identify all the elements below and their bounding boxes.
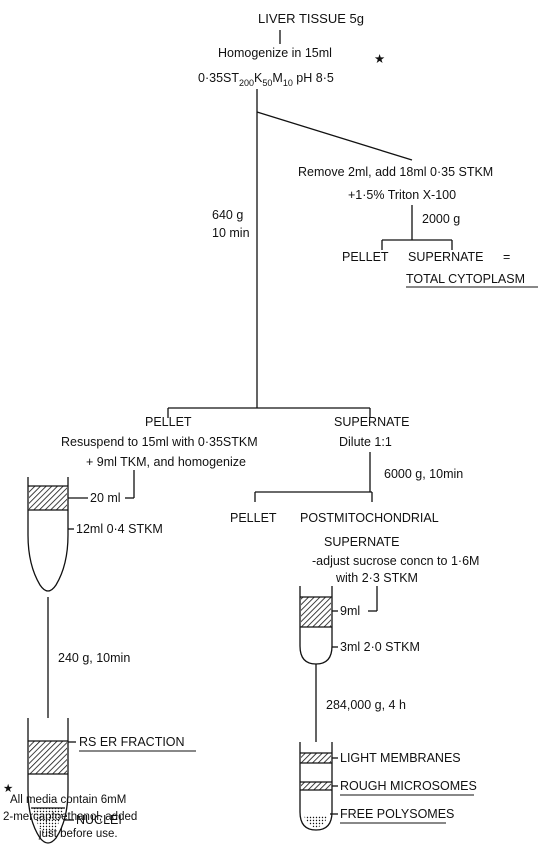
nuclei-label: NUCLEI (76, 813, 122, 827)
total-supernate-label: SUPERNATE (408, 250, 483, 264)
pms-supernate-label: SUPERNATE (324, 535, 399, 549)
diagonal-branch (256, 111, 413, 161)
tube1-upper-layer: 20 ml (90, 491, 121, 505)
left-pellet-label: PELLET (145, 415, 192, 429)
light-membranes-label: LIGHT MEMBRANES (340, 751, 461, 765)
resuspend-step: Resuspend to 15ml with 0·35STKM (61, 435, 258, 449)
equals-sign: = (503, 250, 510, 264)
tkm-step: + 9ml TKM, and homogenize (86, 455, 246, 469)
gradient-tube-3 (299, 586, 333, 665)
title-liver-tissue: LIVER TISSUE 5g (258, 11, 364, 26)
spin-284000g: 284,000 g, 4 h (326, 698, 406, 712)
rs-er-fraction-label: RS ER FRACTION (79, 735, 185, 749)
pms-pellet-label: PELLET (230, 511, 277, 525)
adjust-step-2: with 2·3 STKM (335, 571, 418, 585)
star-icon: ★ (374, 52, 385, 66)
spin-240g: 240 g, 10min (58, 651, 130, 665)
gradient-tube-1 (27, 477, 69, 592)
tube1-lower-layer: 12ml 0·4 STKM (76, 522, 163, 536)
tube3-upper-layer: 9ml (340, 604, 360, 618)
tube3-lower-layer: 3ml 2·0 STKM (340, 640, 420, 654)
footnote-line-1: All media contain 6mM (10, 794, 126, 806)
postmitochondrial-label: POSTMITOCHONDRIAL (300, 511, 439, 525)
homogenize-step: Homogenize in 15ml (218, 46, 332, 60)
dilute-step: Dilute 1:1 (339, 435, 392, 449)
remove-step: Remove 2ml, add 18ml 0·35 STKM (298, 165, 493, 179)
gradient-tube-4 (299, 742, 333, 831)
adjust-step: -adjust sucrose concn to 1·6M (312, 554, 479, 568)
buffer-composition: 0·35ST200K50M10 pH 8·5 (198, 71, 334, 88)
triton-step: +1·5% Triton X-100 (348, 188, 456, 202)
footnote-line-3: just before use. (38, 828, 118, 840)
free-polysomes-label: FREE POLYSOMES (340, 807, 454, 821)
total-pellet-label: PELLET (342, 250, 389, 264)
right-supernate-label: SUPERNATE (334, 415, 409, 429)
spin-6000g: 6000 g, 10min (384, 467, 463, 481)
footnote-line-2: 2-mercaptoethanol, added (3, 811, 137, 823)
footnote-star-icon: ★ (3, 783, 13, 795)
spin-640g: 640 g (212, 208, 243, 222)
gradient-tube-2 (27, 718, 69, 844)
rough-microsomes-label: ROUGH MICROSOMES (340, 779, 477, 793)
total-cytoplasm-label: TOTAL CYTOPLASM (406, 272, 525, 286)
spin-2000g: 2000 g (422, 212, 460, 226)
spin-640g-time: 10 min (212, 226, 250, 240)
